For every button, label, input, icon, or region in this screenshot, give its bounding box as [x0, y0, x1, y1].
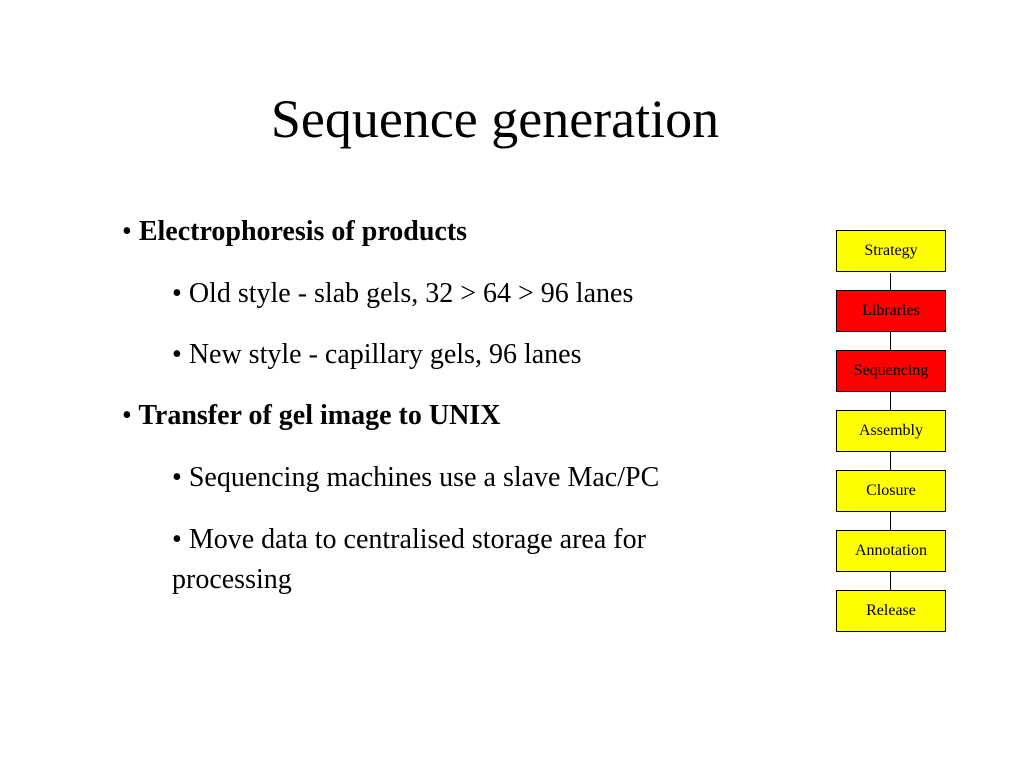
stage-label: Release [866, 602, 916, 619]
bullet-old-style: • Old style - slab gels, 32 > 64 > 96 la… [172, 276, 633, 312]
stage-label: Annotation [855, 542, 927, 559]
stage-label: Closure [866, 482, 916, 499]
pipeline-connector-line [890, 273, 891, 590]
bullet-marker: • [122, 216, 132, 247]
stage-sequencing: Sequencing [836, 350, 946, 392]
bullet-marker: • [172, 462, 182, 493]
bullet-new-style: • New style - capillary gels, 96 lanes [172, 337, 581, 373]
bullet-marker: • [172, 339, 182, 370]
bullet-marker: • [172, 278, 182, 309]
stage-label: Sequencing [853, 362, 929, 379]
bullet-transfer: • Transfer of gel image to UNIX [122, 398, 500, 434]
bullet-text: Electrophoresis of products [138, 216, 468, 247]
bullet-text: Old style - slab gels, 32 > 64 > 96 lane… [188, 278, 634, 309]
bullet-text: New style - capillary gels, 96 lanes [188, 339, 582, 370]
stage-strategy: Strategy [836, 230, 946, 272]
stage-label: Assembly [859, 422, 923, 439]
bullet-text: Transfer of gel image to UNIX [138, 400, 501, 431]
stage-libraries: Libraries [836, 290, 946, 332]
stage-assembly: Assembly [836, 410, 946, 452]
bullet-text: Move data to centralised storage area fo… [172, 524, 646, 595]
bullet-move-data: • Move data to centralised storage area … [172, 520, 772, 600]
stage-label: Strategy [864, 242, 918, 259]
stage-label: Libraries [862, 302, 920, 319]
bullet-sequencing-machines: • Sequencing machines use a slave Mac/PC [172, 460, 659, 496]
stage-annotation: Annotation [836, 530, 946, 572]
stage-release: Release [836, 590, 946, 632]
bullet-text: Sequencing machines use a slave Mac/PC [188, 462, 660, 493]
bullet-electrophoresis: • Electrophoresis of products [122, 214, 467, 250]
stage-closure: Closure [836, 470, 946, 512]
bullet-marker: • [122, 400, 132, 431]
bullet-marker: • [172, 524, 182, 555]
slide-title: Sequence generation [270, 89, 720, 149]
